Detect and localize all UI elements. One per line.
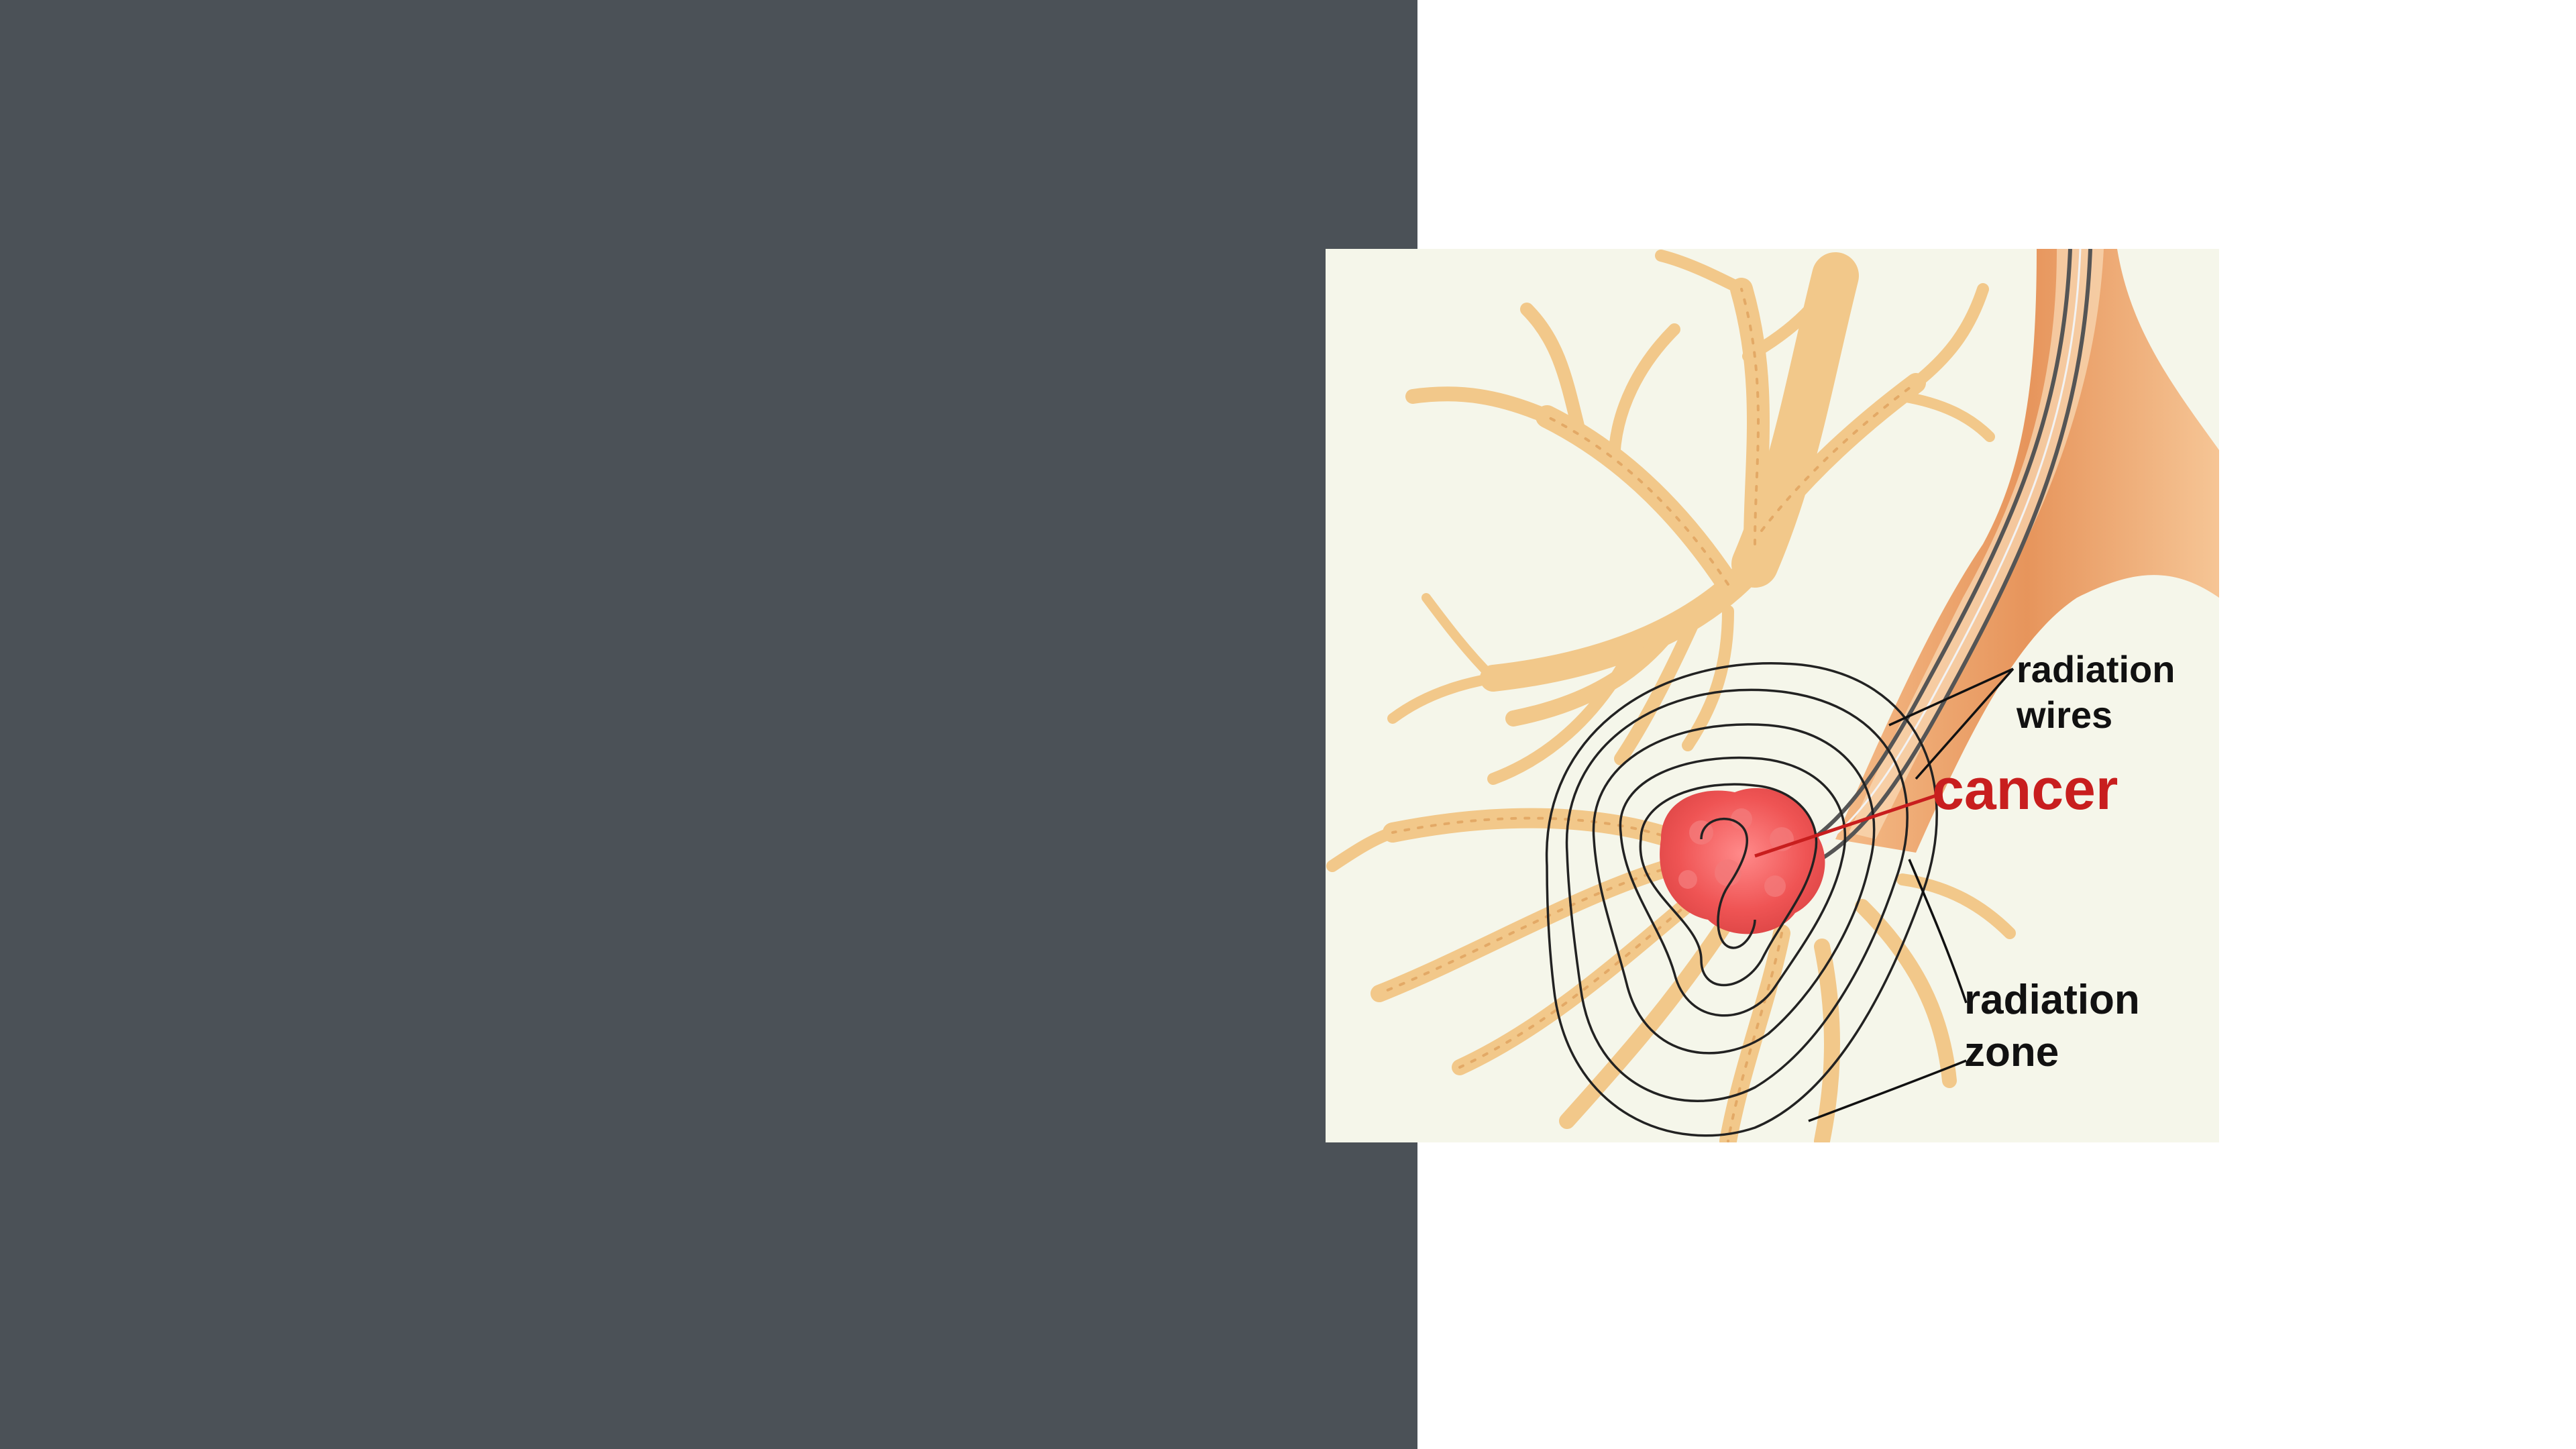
left-dark-panel xyxy=(0,0,1417,1449)
wires-leader-line-1 xyxy=(1888,667,2014,727)
radiation-zone-label-line1: radiation xyxy=(1964,977,2140,1023)
radiation-zone-contours xyxy=(1545,662,1938,1137)
wires-leader-line-2 xyxy=(1915,667,2015,780)
radiation-wires-label-line1: radiation xyxy=(2017,648,2176,690)
zone-leader-line-1 xyxy=(1908,859,1968,1004)
leader-lines xyxy=(1808,667,2015,1122)
illustration-svg xyxy=(1326,249,2219,1142)
radiation-zone-label-line2: zone xyxy=(1964,1029,2059,1075)
zone-leader-line-2 xyxy=(1808,1059,1967,1122)
radiation-wires-label-line2: wires xyxy=(2017,694,2113,736)
bronchial-rings xyxy=(1378,288,1917,1142)
cancer-leader xyxy=(1754,794,1937,858)
cancer-label: cancer xyxy=(1932,757,2118,822)
radiation-wires-highlight xyxy=(1798,249,2082,861)
lung-brachytherapy-illustration xyxy=(1326,249,2219,1142)
